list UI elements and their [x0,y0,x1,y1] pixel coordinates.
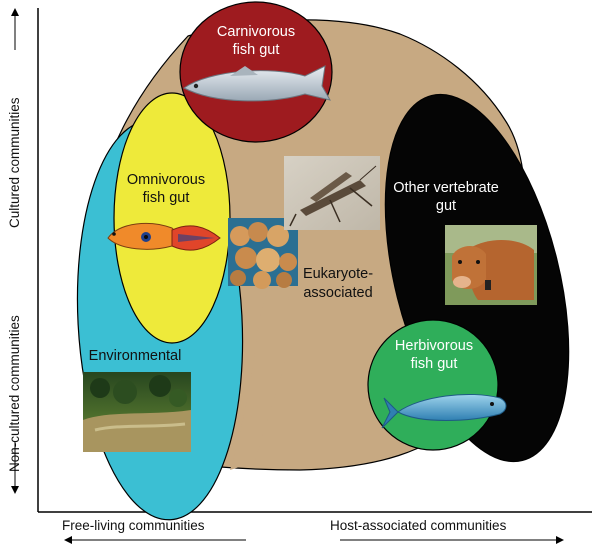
x-axis-label-host-associated: Host-associated communities [330,518,507,533]
guppy-fish-photo [107,222,221,251]
river-forest-photo [83,372,191,452]
x-arrow-right-head [556,536,564,544]
x-arrow-left-head [64,536,72,544]
omnivorous-label-1: Omnivorous [127,172,205,188]
other-vertebrate-label-2: gut [436,198,456,214]
region-notch [230,275,291,470]
region-labels: Carnivorous fish gut Omnivorous fish gut… [89,24,499,372]
y-axis-label-non-cultured: Non-cultured communities [7,315,22,472]
carnivorous-label-1: Carnivorous [217,24,295,40]
environmental-label: Environmental [89,348,182,364]
other-vertebrate-label-1: Other vertebrate [393,180,499,196]
grasshopper-photo [284,156,380,230]
omnivorous-region [113,92,231,344]
carnivorous-label-2: fish gut [233,42,280,58]
x-axis-label-free-living: Free-living communities [62,518,205,533]
herbivorous-label-1: Herbivorous [395,338,473,354]
y-axis-label-cultured: Cultured communities [7,97,22,228]
cow-photo [445,225,537,305]
axis-labels: Cultured communities Non-cultured commun… [7,8,564,544]
blue-fish-photo [381,393,507,429]
y-arrow-down-head [11,486,19,494]
eukaryote-label-1: Eukaryote- [303,266,373,282]
omnivorous-label-2: fish gut [143,190,190,206]
eukaryote-label-2: associated [303,285,372,301]
y-arrow-up-head [11,8,19,16]
axes [37,8,592,513]
herbivorous-label-2: fish gut [411,356,458,372]
carnivorous-fish-photo [183,65,332,102]
